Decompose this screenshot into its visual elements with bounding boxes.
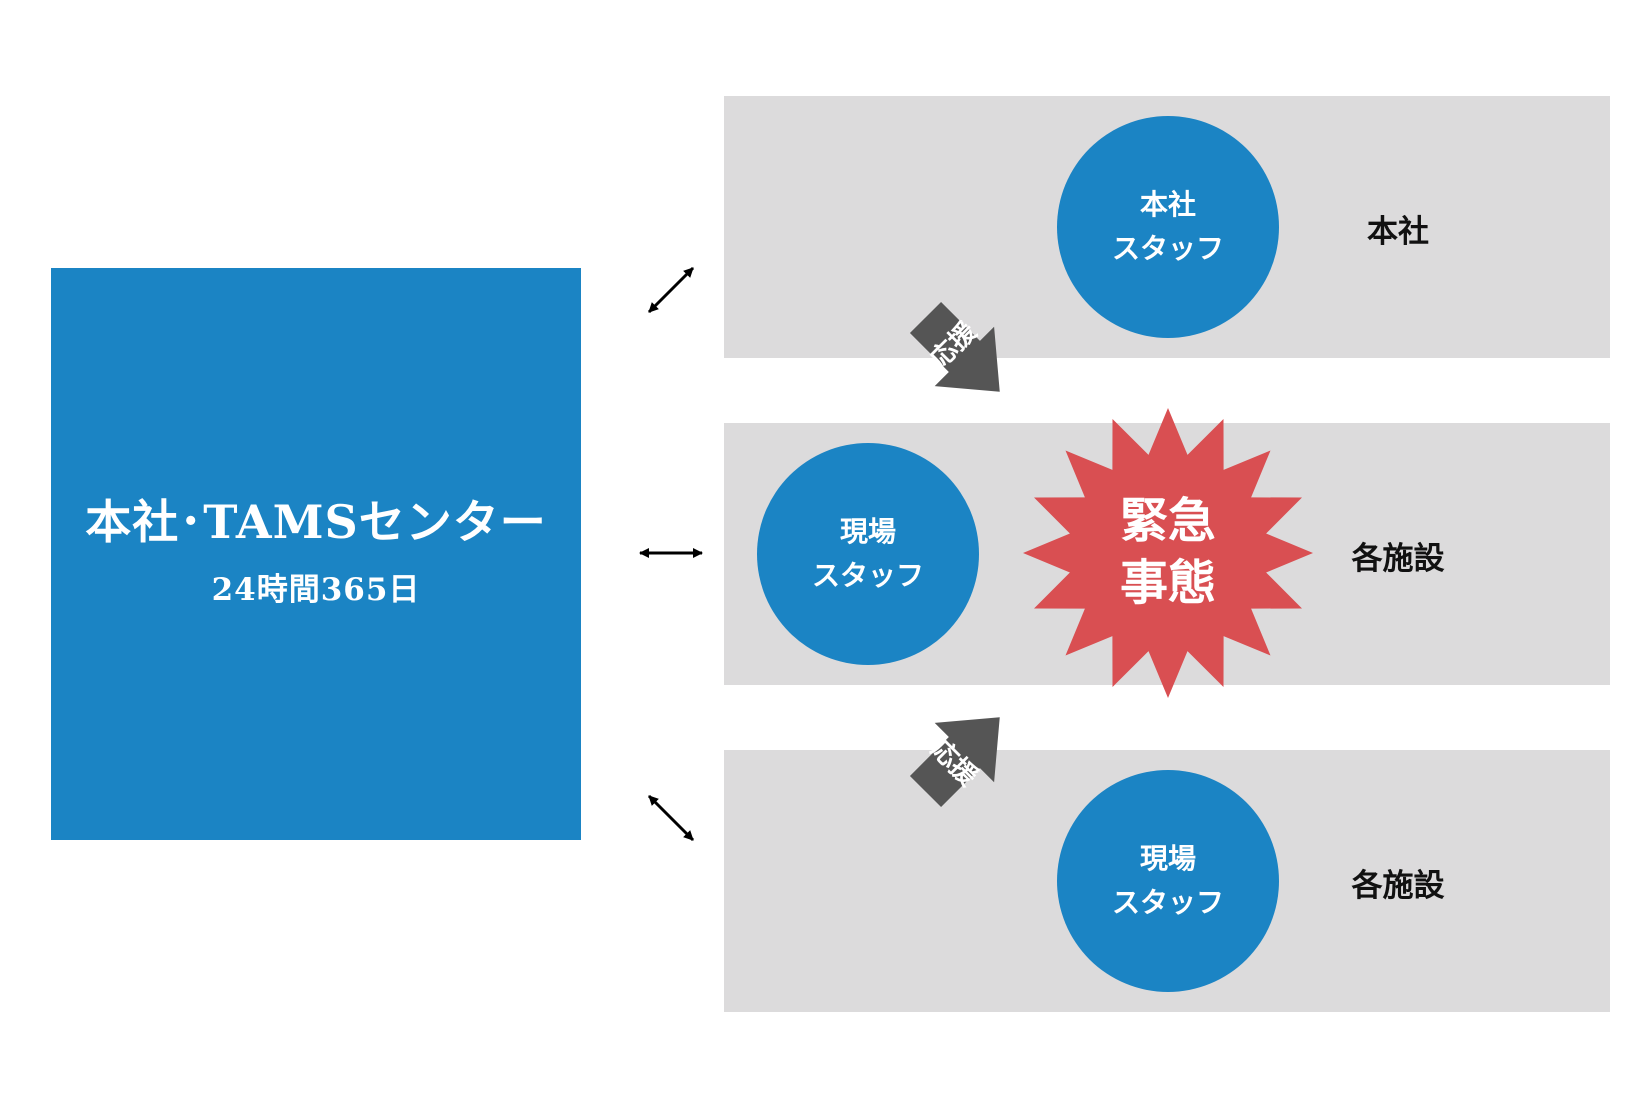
site-staff-line2: スタッフ: [1111, 886, 1224, 919]
connector-arrow-facility-lower: [647, 794, 695, 842]
center-title: 本社･TAMSセンター: [85, 495, 547, 549]
band-label-headquarters: 本社: [1367, 214, 1429, 250]
tams-center-box: 本社･TAMSセンター 24時間365日: [51, 268, 581, 840]
band-facility: 現場 スタッフ 各施設: [724, 750, 1610, 1012]
emergency-burst-shape: [1023, 408, 1313, 698]
support-arrow-from-facility: 応援: [909, 717, 1000, 808]
connector-arrow-hq: [647, 266, 695, 314]
band-label-facility: 各施設: [1351, 541, 1445, 577]
hq-staff-line2: スタッフ: [1111, 232, 1224, 265]
site-staff-line1: 現場: [1139, 842, 1196, 875]
support-arrow-from-hq: 応援: [909, 301, 1000, 392]
band-label-facility: 各施設: [1351, 868, 1445, 904]
center-subtitle: 24時間365日: [211, 572, 421, 608]
emergency-label: 緊急 事態: [1030, 490, 1306, 620]
emergency-line2: 事態: [1119, 555, 1216, 611]
band-headquarters: 本社 スタッフ 本社: [724, 96, 1610, 358]
site-staff-line2: スタッフ: [811, 559, 924, 592]
emergency-line1: 緊急: [1119, 493, 1216, 549]
hq-staff-line1: 本社: [1139, 188, 1196, 221]
site-staff-line1: 現場: [839, 515, 896, 548]
site-staff-circle: 現場 スタッフ: [1057, 770, 1279, 992]
site-staff-circle-emergency: 現場 スタッフ: [757, 443, 979, 665]
hq-staff-circle: 本社 スタッフ: [1057, 116, 1279, 338]
